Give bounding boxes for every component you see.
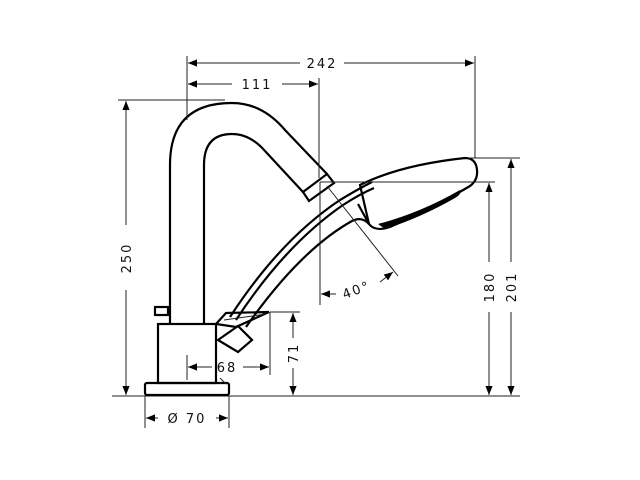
base-plate <box>143 381 231 397</box>
diverter-lever <box>213 310 270 354</box>
dim-line-angle-right <box>379 271 394 283</box>
hand-shower <box>229 156 479 328</box>
pop-up-knob <box>153 305 170 317</box>
spout <box>168 101 336 324</box>
dim-dia-70: Ø 70 <box>168 412 207 427</box>
dim-242: 242 <box>307 57 338 72</box>
leader-68 <box>219 377 227 385</box>
dim-68: 68 <box>217 361 238 376</box>
dim-180: 180 <box>483 272 498 303</box>
body-cylinder <box>156 322 218 385</box>
angle-ref-line <box>326 185 399 277</box>
dim-201: 201 <box>505 272 520 303</box>
dim-angle-40: 40° <box>341 279 373 303</box>
dim-71: 71 <box>287 343 302 364</box>
dim-250: 250 <box>120 243 135 274</box>
dim-111: 111 <box>242 78 273 93</box>
